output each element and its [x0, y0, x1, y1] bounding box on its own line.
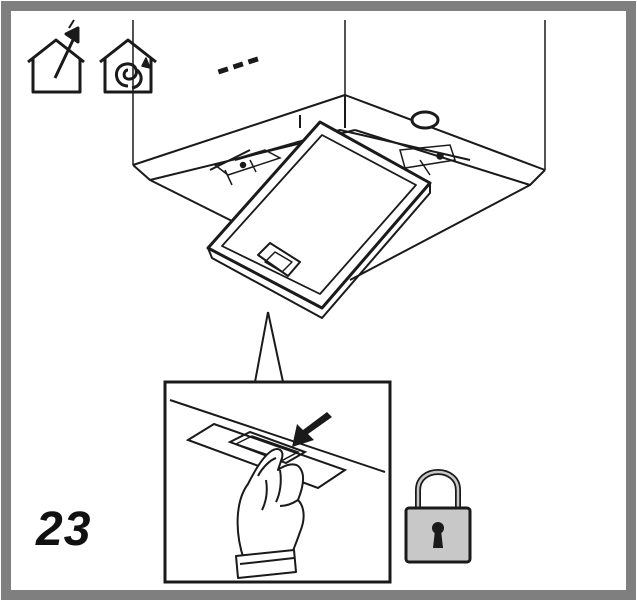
hand	[235, 448, 305, 579]
push-arrow	[292, 412, 332, 447]
lock-icon	[404, 469, 472, 564]
step-number: 23	[36, 503, 92, 556]
control-buttons	[217, 56, 259, 75]
ducted-extraction-icon	[27, 19, 85, 94]
recirculation-icon	[99, 38, 157, 94]
grease-filter	[206, 120, 432, 319]
hood-light	[410, 110, 440, 130]
zoom-leader	[254, 311, 284, 383]
detail-inset	[163, 380, 392, 584]
filter-brackets	[213, 144, 456, 186]
